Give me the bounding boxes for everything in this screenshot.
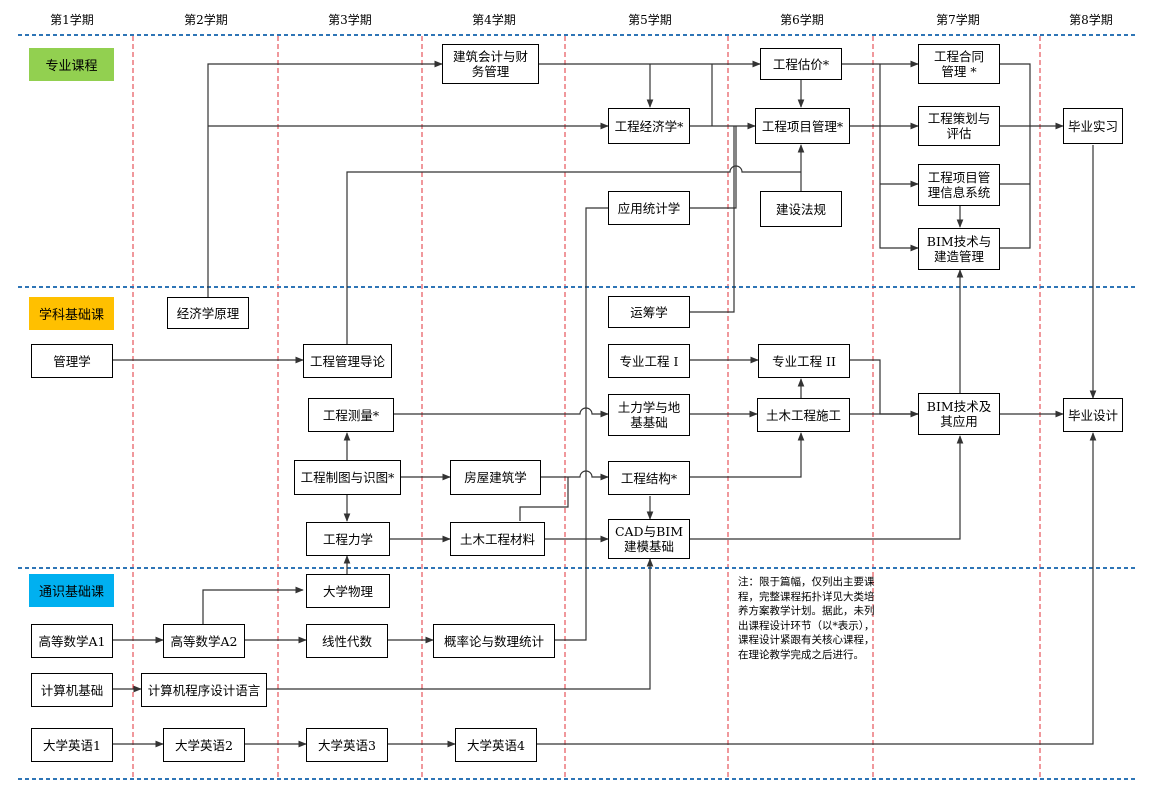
course-project-mgmt: 工程项目管理* (755, 108, 850, 144)
course-english2: 大学英语2 (163, 728, 245, 762)
course-programming: 计算机程序设计语言 (141, 673, 267, 707)
course-probability: 概率论与数理统计 (433, 624, 555, 658)
connector (207, 60, 443, 298)
course-drawing: 工程制图与识图* (294, 460, 401, 495)
connector (690, 435, 964, 540)
course-stats: 应用统计学 (608, 191, 690, 225)
course-economics: 工程经济学* (608, 108, 690, 144)
semester-header: 第1学期 (50, 13, 94, 27)
connector (879, 64, 919, 252)
course-linear: 线性代数 (306, 624, 388, 658)
course-management: 管理学 (31, 344, 113, 378)
course-english4: 大学英语4 (455, 728, 537, 762)
semester-header: 第3学期 (328, 13, 372, 27)
semester-header: 第5学期 (628, 13, 672, 27)
course-internship: 毕业实习 (1063, 108, 1123, 144)
connector (690, 432, 805, 478)
semester-header: 第8学期 (1069, 13, 1113, 27)
course-operations: 运筹学 (608, 296, 690, 328)
course-structure: 工程结构* (608, 461, 690, 495)
course-construction: 土木工程施工 (757, 398, 850, 432)
connector (690, 126, 737, 209)
course-planning: 工程策划与 评估 (918, 106, 1000, 146)
section-label-professional: 专业课程 (29, 48, 114, 81)
course-english3: 大学英语3 (306, 728, 388, 762)
course-thesis: 毕业设计 (1063, 398, 1123, 432)
course-physics: 大学物理 (306, 574, 390, 608)
course-math-a2: 高等数学A2 (163, 624, 245, 658)
connector (1000, 63, 1031, 249)
connector (850, 359, 919, 418)
column-dividers (132, 36, 1041, 780)
section-label-discipline: 学科基础课 (29, 297, 114, 330)
connector (202, 586, 304, 624)
section-label-general: 通识基础课 (29, 574, 114, 607)
course-bim-app: BIM技术及 其应用 (918, 393, 1000, 435)
course-mechanics: 工程力学 (306, 522, 390, 556)
course-econ-principles: 经济学原理 (167, 297, 249, 329)
course-bim-mgmt: BIM技术与 建造管理 (918, 228, 1000, 270)
course-english1: 大学英语1 (31, 728, 113, 762)
course-spec2: 专业工程 II (758, 344, 850, 378)
course-contract: 工程合同 管理 * (918, 44, 1000, 84)
course-building: 房屋建筑学 (450, 460, 541, 495)
course-pmis: 工程项目管 理信息系统 (918, 164, 1000, 206)
course-law: 建设法规 (760, 191, 842, 227)
connector (537, 432, 1097, 745)
course-surveying: 工程测量* (308, 398, 394, 432)
course-math-a1: 高等数学A1 (31, 624, 113, 658)
semester-header: 第7学期 (936, 13, 980, 27)
course-accounting: 建筑会计与财 务管理 (442, 44, 539, 84)
semester-header: 第2学期 (184, 13, 228, 27)
connector (394, 407, 609, 418)
connector (690, 126, 735, 313)
course-soil: 土力学与地 基基础 (608, 394, 690, 436)
connector (555, 207, 608, 641)
course-spec1: 专业工程 I (608, 344, 690, 378)
course-computer: 计算机基础 (31, 673, 113, 707)
footnote: 注：限于篇幅，仅列出主要课程，完整课程拓扑详见大类培养方案教学计划。据此，未列出… (738, 576, 875, 661)
connector (519, 477, 569, 521)
connector (541, 470, 609, 481)
course-materials: 土木工程材料 (450, 522, 545, 556)
semester-header: 第6学期 (780, 13, 824, 27)
connectors (113, 60, 1097, 748)
course-intro-mgmt: 工程管理导论 (303, 344, 392, 378)
semester-header: 第4学期 (472, 13, 516, 27)
course-cad: CAD与BIM 建模基础 (608, 519, 690, 559)
connector (267, 558, 654, 690)
course-estimate: 工程估价* (760, 48, 842, 80)
connector (346, 165, 801, 344)
